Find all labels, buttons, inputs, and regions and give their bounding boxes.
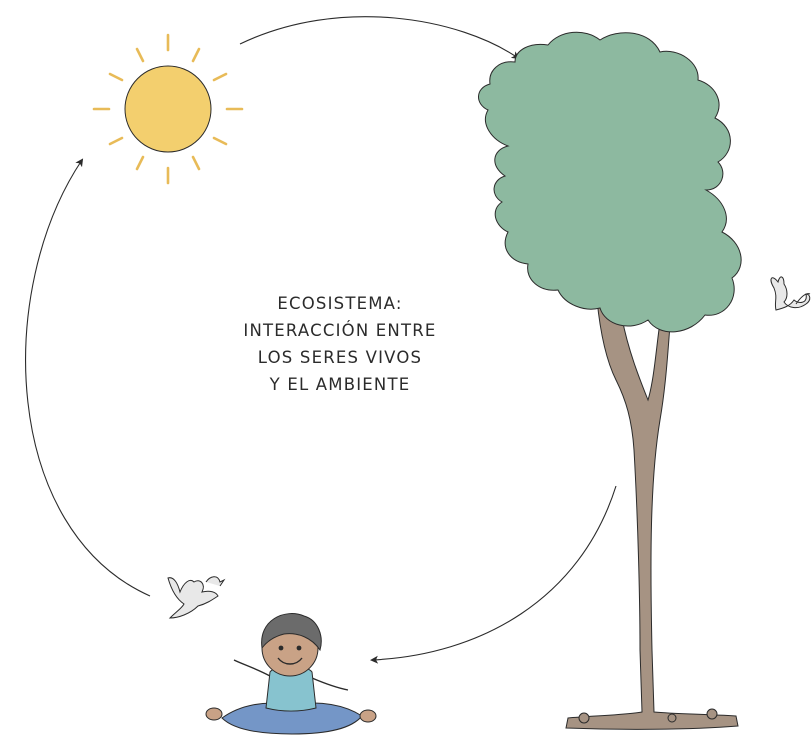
tree-foliage bbox=[478, 31, 742, 333]
bird-icon bbox=[770, 276, 811, 311]
tree-icon bbox=[478, 31, 742, 730]
caption-line-2: LOS SERES VIVOS bbox=[257, 348, 423, 367]
arrow-sun-to-tree bbox=[239, 16, 520, 60]
sun-rays bbox=[92, 33, 244, 185]
arrow-tree-to-child bbox=[370, 485, 617, 664]
caption-line-1: INTERACCIÓN ENTRE bbox=[243, 321, 437, 340]
caption-title: ECOSISTEMA: bbox=[277, 294, 403, 313]
sun-icon bbox=[92, 33, 244, 185]
caption-line-3: Y EL AMBIENTE bbox=[269, 375, 411, 394]
child-hair bbox=[261, 613, 322, 652]
ecosystem-caption: ECOSISTEMA: INTERACCIÓN ENTRE LOS SERES … bbox=[200, 290, 480, 398]
child-icon bbox=[205, 613, 377, 735]
bird-icon bbox=[167, 576, 226, 619]
tree-trunk bbox=[565, 298, 739, 730]
arrow-child-to-sun bbox=[25, 158, 151, 597]
